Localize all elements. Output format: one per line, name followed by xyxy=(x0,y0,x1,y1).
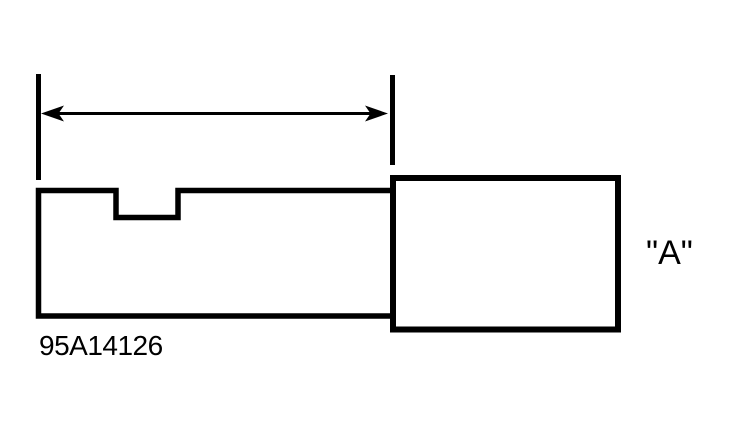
dimension-arrow-left-head xyxy=(41,105,64,122)
figure-number: 95A14126 xyxy=(39,330,163,361)
dimension-arrow-right-head xyxy=(365,105,388,122)
notched-part-outline xyxy=(35,187,392,319)
label-a: "A" xyxy=(646,234,693,272)
dimension-arrow xyxy=(41,105,388,122)
part-a-rectangle xyxy=(390,175,621,333)
